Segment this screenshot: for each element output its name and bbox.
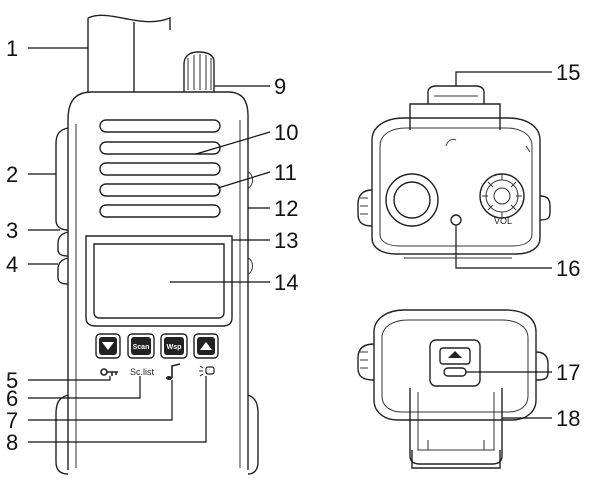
microphone-hole xyxy=(450,214,462,226)
up-arrow-icon xyxy=(200,342,212,350)
belt-clip-front xyxy=(55,394,259,475)
callout-16: 16 xyxy=(556,256,580,281)
leader-6 xyxy=(28,376,141,399)
antenna xyxy=(87,14,171,92)
scan-key: Scan xyxy=(127,333,155,359)
callout-11: 11 xyxy=(274,160,297,185)
callout-12: 12 xyxy=(274,196,298,221)
front-view-radio: Scan Wsp Sc.list xyxy=(55,14,259,475)
lcd-display xyxy=(85,235,233,327)
top-view-body xyxy=(371,117,541,255)
callout-14: 14 xyxy=(274,270,298,295)
leader-16 xyxy=(455,226,552,269)
up-key xyxy=(193,333,219,359)
battery-latch xyxy=(429,339,481,387)
bottom-view-radio xyxy=(357,309,549,469)
callout-6: 6 xyxy=(6,386,18,411)
callout-5: 5 xyxy=(6,368,18,393)
antenna-base xyxy=(385,173,439,227)
callout-15: 15 xyxy=(556,60,580,85)
callout-numbers: 1 2 3 4 5 6 7 8 9 10 11 12 13 14 15 16 1… xyxy=(6,36,580,455)
callout-8: 8 xyxy=(6,430,18,455)
callout-2: 2 xyxy=(6,162,18,187)
scan-list-label: Sc.list xyxy=(130,367,155,377)
wsp-key: Wsp xyxy=(160,333,188,359)
scan-key-label: Scan xyxy=(133,344,150,351)
key-icon xyxy=(100,368,118,376)
leader-7 xyxy=(28,380,173,421)
callout-1: 1 xyxy=(6,36,18,61)
belt-clip-bottom xyxy=(409,388,503,469)
down-key xyxy=(95,333,121,359)
speaker-grille xyxy=(99,119,221,218)
down-arrow-icon xyxy=(102,342,114,350)
callout-18: 18 xyxy=(556,406,580,431)
leader-8 xyxy=(28,376,207,443)
leader-10 xyxy=(195,131,271,155)
lamp-icon xyxy=(199,365,215,377)
leader-11 xyxy=(217,171,271,189)
bottom-view-body xyxy=(373,309,537,421)
keypad: Scan Wsp Sc.list xyxy=(95,333,219,380)
callout-3: 3 xyxy=(6,218,18,243)
ptt-button xyxy=(55,127,69,231)
music-note-icon xyxy=(166,363,181,380)
channel-knob xyxy=(183,51,215,92)
top-view-radio: VOL xyxy=(357,85,551,259)
callout-13: 13 xyxy=(274,228,298,253)
callout-10: 10 xyxy=(274,120,298,145)
callout-9: 9 xyxy=(274,74,286,99)
callout-17: 17 xyxy=(556,360,580,385)
volume-knob: VOL xyxy=(479,173,525,226)
side-button-upper xyxy=(57,231,69,257)
callout-7: 7 xyxy=(6,408,18,433)
radio-body xyxy=(67,91,249,470)
top-connector xyxy=(409,85,501,130)
leader-lines xyxy=(28,47,552,443)
leader-15 xyxy=(455,71,552,86)
side-button-lower xyxy=(57,257,69,285)
callout-4: 4 xyxy=(6,252,18,277)
leader-5 xyxy=(28,376,111,381)
vol-label: VOL xyxy=(494,216,512,226)
wsp-key-label: Wsp xyxy=(167,344,182,351)
